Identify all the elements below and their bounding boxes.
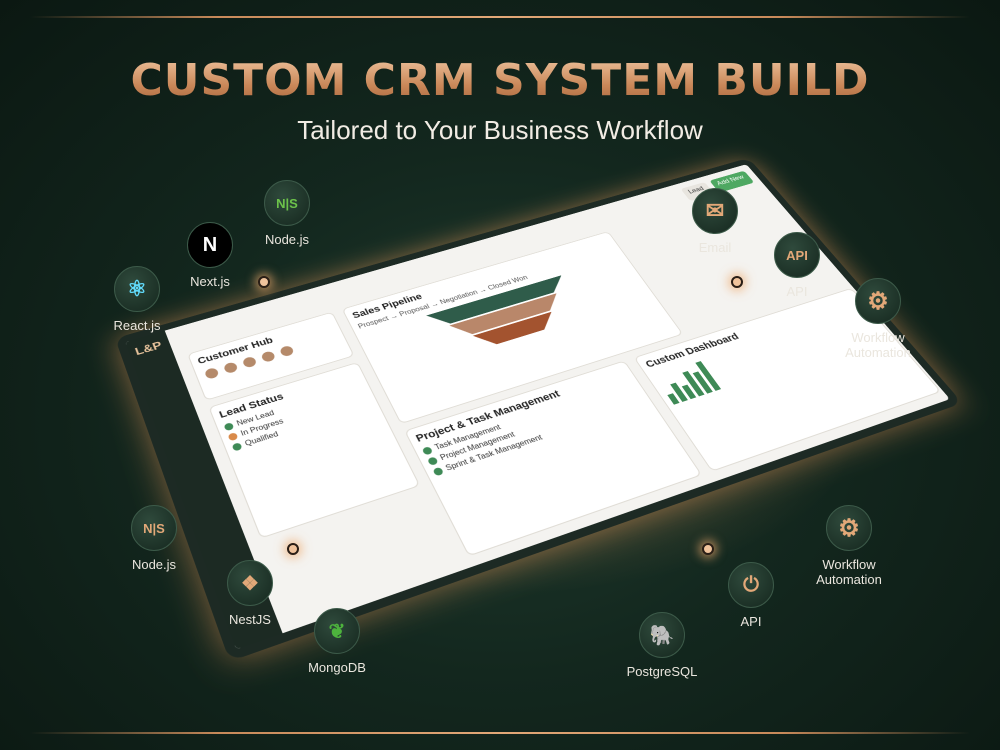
- page-title: CUSTOM CRM SYSTEM BUILD: [0, 55, 1000, 106]
- avatar: [220, 359, 242, 377]
- gear-icon: ⚙: [826, 505, 872, 551]
- check-icon: [432, 466, 444, 476]
- check-icon: [421, 445, 434, 456]
- tech-mongodb: ❦ MongoDB: [277, 608, 397, 675]
- gear-icon: ⚙: [855, 278, 901, 324]
- nodejs-icon: N|S: [131, 505, 177, 551]
- connector-dot: [731, 276, 743, 288]
- tech-postgresql: 🐘 PostgreSQL: [602, 612, 722, 679]
- nodejs-icon: N|S: [264, 180, 310, 226]
- top-frame-line: [30, 16, 970, 18]
- connector-dot: [258, 276, 270, 288]
- bottom-frame-line: [30, 732, 970, 734]
- status-dot-icon: [227, 431, 239, 441]
- react-icon: ⚛: [114, 266, 160, 312]
- connector-dot: [287, 543, 299, 555]
- app-logo: L&P: [133, 338, 164, 358]
- check-icon: [426, 455, 439, 466]
- mongodb-icon: ❦: [314, 608, 360, 654]
- tech-nestjs: ❖ NestJS: [190, 560, 310, 627]
- tech-api-bottom: ⏻ API: [691, 562, 811, 629]
- api-icon: API: [774, 232, 820, 278]
- email-icon: ✉: [692, 188, 738, 234]
- postgresql-icon: 🐘: [639, 612, 685, 658]
- tech-nextjs: N Next.js: [150, 222, 270, 289]
- tech-nodejs-bottom: N|S Node.js: [94, 505, 214, 572]
- avatar: [257, 348, 279, 366]
- avatar: [276, 342, 298, 360]
- connector-dot: [702, 543, 714, 555]
- page-subtitle: Tailored to Your Business Workflow: [297, 115, 703, 145]
- tech-nodejs-top: N|S Node.js: [227, 180, 347, 247]
- tech-api-top: API API: [737, 232, 857, 299]
- avatar: [238, 353, 261, 371]
- nestjs-icon: ❖: [227, 560, 273, 606]
- tech-workflow-bottom: ⚙ Workflow Automation: [789, 505, 909, 587]
- status-dot-icon: [231, 441, 243, 452]
- avatar: [201, 364, 223, 382]
- tech-email: ✉ Email: [655, 188, 775, 255]
- nextjs-icon: N: [187, 222, 233, 268]
- status-dot-icon: [223, 421, 235, 431]
- tech-react: ⚛ React.js: [77, 266, 197, 333]
- tech-workflow-top: ⚙ Workflow Automation: [818, 278, 938, 360]
- plug-icon: ⏻: [728, 562, 774, 608]
